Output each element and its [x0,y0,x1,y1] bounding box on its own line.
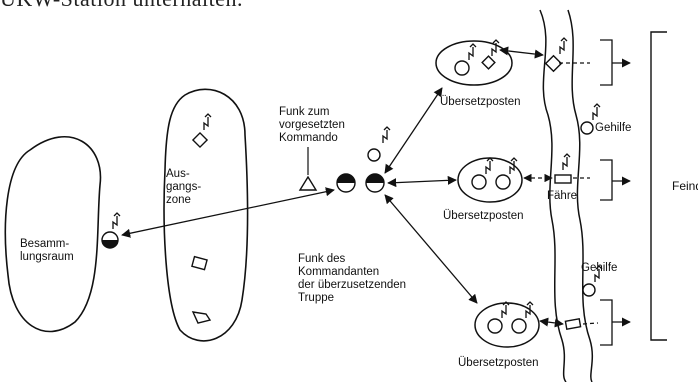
gehilfe-top-label: Gehilfe [595,122,632,134]
ferry-mid [554,174,572,184]
ausgangszone-area [163,88,249,342]
faehre-label: Fähre [547,190,578,202]
arrow-sammel-kommandant [121,187,335,238]
funk-kommandant-line-4: Truppe [298,292,335,304]
gehilfe-bot-circle [582,283,596,297]
gehilfe-top-circle [580,121,594,135]
ausgangszone-box-1 [191,255,208,271]
funk-kommandant-line-2: Kommandanten [298,266,380,278]
arrow-top-ferry [499,46,544,59]
posten-top-label: Übersetzposten [440,96,521,108]
river-right-bank [567,9,594,382]
kommando-circle [367,148,381,162]
arrow-bot-ferry [539,317,564,328]
posten-mid-label: Übersetzposten [443,210,524,222]
posten-bot-label: Übersetzposten [458,357,539,369]
bracket-mid [600,159,613,201]
ferry-bot [564,318,582,330]
river-left-bank [539,9,567,382]
funk-kommandant-line-3: der überzusetzenden [298,279,407,291]
sammelraum-label-line-2: lungsraum [20,251,74,263]
posten-bot-circle-1 [487,318,503,334]
arrow-kommandant-top [384,87,443,174]
ausgangszone-label: Aus- gangs- zone [166,168,201,207]
kommandant-radio-1 [336,173,356,193]
ausgangszone-label-line-3: zone [166,194,191,206]
arrow-kommandant-mid [387,175,457,188]
besammlungsraum-area [4,136,102,333]
gehilfe-bot-label: Gehilfe [581,262,618,274]
funk-kommandant-line-1: Funk des [298,253,346,265]
funk-kommando-line-2: vorgesetzten [279,119,345,131]
feind-label: Feind [672,179,698,193]
posten-mid-circle-2 [495,174,511,190]
kommandant-radio-2 [365,173,385,193]
ferry-top [544,54,563,73]
posten-top-cluster [435,40,513,86]
bracket-top [600,39,613,86]
posten-top-diamond [481,55,496,70]
funk-kommando-line-3: Kommando [279,132,338,144]
bracket-bot [600,299,613,346]
funk-kommando-line-1: Funk zum [279,106,330,118]
funk-kommando-label: Funk zum vorgesetzten Kommando [279,106,345,145]
kommando-triangle [298,175,318,191]
feind-bracket [650,31,667,341]
heading-text: UKW-Station unterhalten. [0,0,243,12]
ausgangszone-boat [191,311,212,324]
ausgangszone-label-line-1: Aus- [166,168,190,180]
sammelraum-label: Besamm- lungsraum [20,238,74,264]
funk-kommandant-label: Funk des Kommandanten der überzusetzende… [298,253,406,305]
ausgangszone-label-line-2: gangs- [166,181,202,193]
ausgangszone-diamond [191,131,209,149]
posten-mid-circle-1 [471,174,487,190]
sammelraum-radio [101,212,121,249]
posten-bot-circle-2 [511,318,527,334]
posten-top-circle [454,60,470,76]
sammelraum-label-line-1: Besamm- [20,238,70,250]
arrow-kommandant-bot [384,194,478,304]
